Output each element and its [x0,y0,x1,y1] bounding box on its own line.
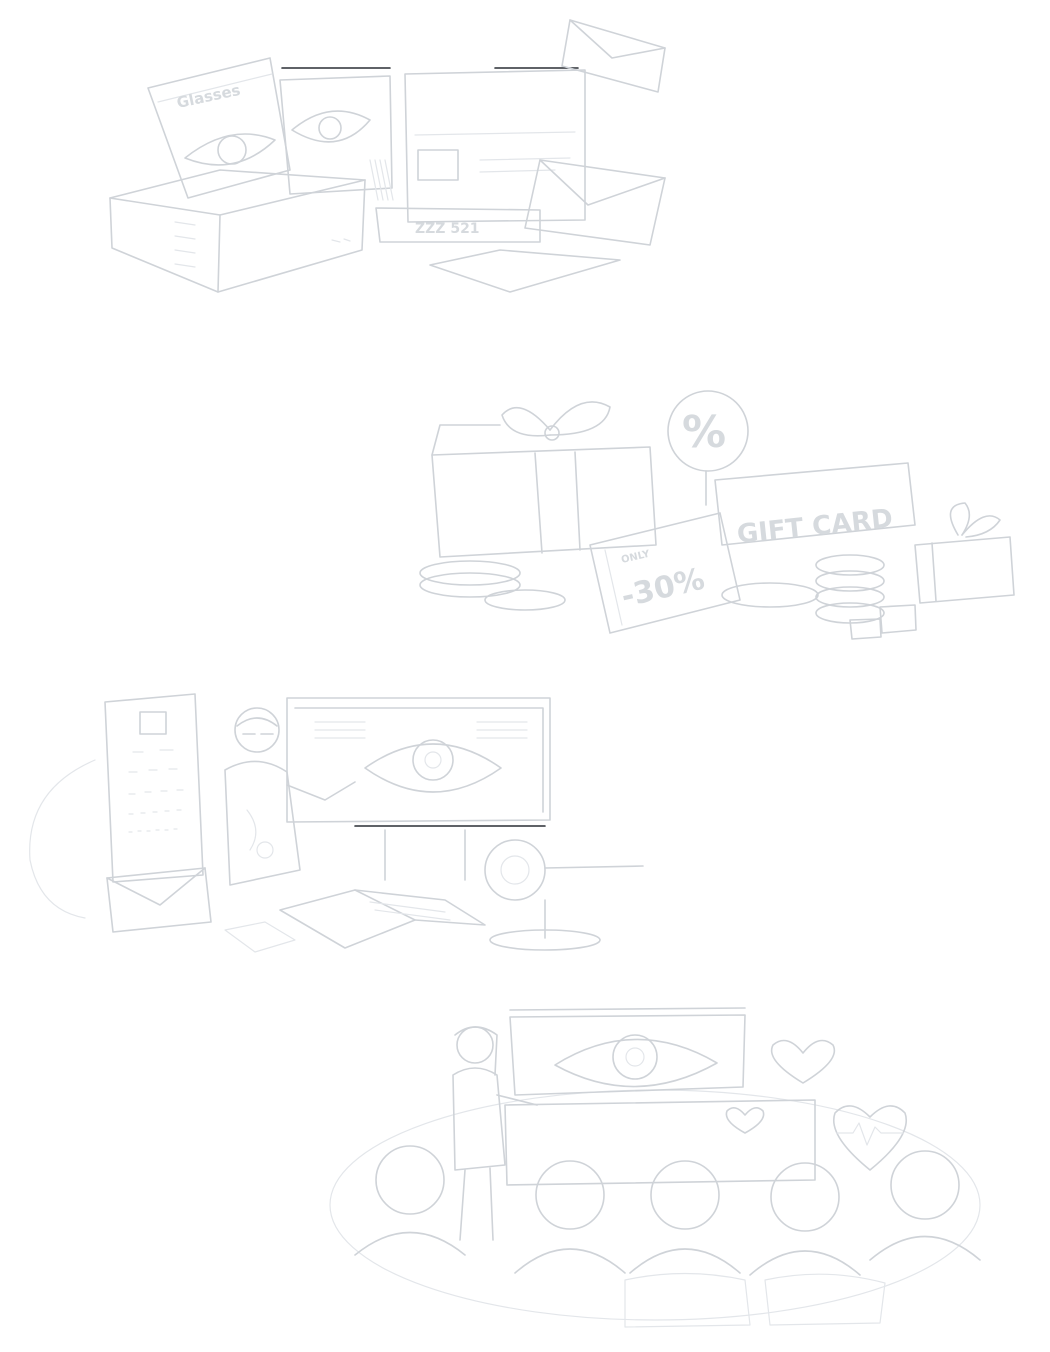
percent-badge-text: % [682,407,726,458]
eye-icon [279,67,393,195]
book-icon [224,889,486,953]
optical-products-illustration: Glasses ZZZ 521 [109,19,666,293]
glasses-label: Glasses [175,81,242,112]
screen-eye-icon [504,1007,816,1186]
small-gift-icon [849,502,1015,640]
coupon-discount-text: -30% [618,562,708,615]
envelope-icon [106,867,212,933]
eye-chart-icon [104,693,204,883]
presenter-icon [452,1026,538,1241]
barcode-icon: ZZZ 521 [369,159,541,243]
gift-icon [431,401,657,558]
seminar-illustration [329,1007,981,1328]
gift-card-icon: GIFT CARD [714,462,916,550]
heartbeat-icon [833,1105,907,1171]
card-icon [404,67,586,223]
envelope-icon [429,19,666,293]
percent-badge-icon: % [667,390,749,506]
audience-icon [354,1145,981,1328]
eye-exam-illustration [29,693,644,953]
gift-card-text: GIFT CARD [736,504,895,550]
discounts-illustration: % GIFT CARD ONLY -30% [419,390,1015,640]
barcode-text: ZZZ 521 [415,221,480,237]
box-icon [109,169,366,293]
heart-icon [725,1039,836,1134]
coupon-icon: ONLY -30% [589,512,741,634]
doctor-icon [224,707,356,886]
glasses-card-icon: Glasses [147,57,291,199]
coupon-small-text: ONLY [620,549,651,566]
monitor-eye-icon [286,697,644,951]
